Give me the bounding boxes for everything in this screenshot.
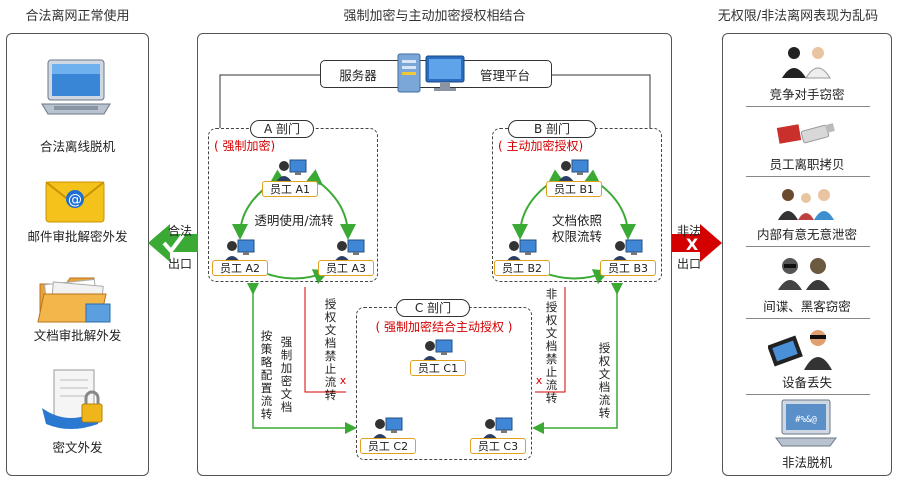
auth-forbid-text: 授权文档禁止流转 (324, 297, 337, 402)
right-item-4-label: 间谍、黑客窃密 (763, 299, 851, 314)
forced-encrypt-text: 强制加密文档 (280, 335, 293, 414)
left-item-2-label: 邮件审批解密外发 (27, 229, 128, 244)
cross-mark-left: x (339, 374, 347, 387)
employee-a1-icon (276, 159, 307, 182)
spy-icon (778, 258, 830, 290)
employee-a2: 员工 A2 (212, 260, 268, 276)
right-item-3-label: 内部有意无意泄密 (756, 227, 857, 242)
divider (746, 318, 870, 319)
employee-c2: 员工 C2 (360, 438, 416, 454)
legal-exit-label-1: 合法 (167, 224, 192, 238)
right-item-6-label: 非法脱机 (781, 455, 832, 470)
cross-mark-right: x (535, 374, 543, 387)
left-item-1-label: 合法离线脱机 (39, 139, 115, 154)
dept-b-tag: B 剖门 (508, 120, 596, 138)
legal-exit-label-2: 出口 (167, 257, 192, 271)
dept-b-flow-text-1: 文档依照 (551, 213, 602, 228)
right-item-1-label: 竞争对手窃密 (769, 87, 845, 102)
dept-b-mode: ( 主动加密授权) (498, 139, 584, 153)
dept-b-flow-text-2: 权限流转 (551, 229, 602, 244)
dept-a-tag: A 剖门 (250, 120, 314, 138)
illegal-exit-arrow: X (672, 224, 722, 262)
divider (746, 394, 870, 395)
left-item-4-label: 密文外发 (52, 440, 103, 455)
dept-a-mode: ( 强制加密) (214, 139, 276, 153)
left-title: 合法离网正常使用 (25, 9, 130, 24)
laptop-garbled-icon: #%&@ (775, 399, 837, 447)
dept-c-mode: ( 强制加密结合主动授权 ) (375, 320, 513, 334)
employee-b3: 员工 B3 (600, 260, 656, 276)
left-item-3-label: 文档审批解外发 (33, 328, 122, 343)
center-title: 强制加密与主动加密授权相结合 (343, 9, 526, 24)
thief-icon (768, 330, 832, 370)
svg-text:#%&@: #%&@ (795, 415, 817, 425)
divider (746, 246, 870, 247)
employee-b2-icon (506, 239, 537, 262)
svg-text:@: @ (68, 192, 82, 208)
laptop-icon (41, 59, 111, 115)
server-label: 服务器 (339, 68, 377, 83)
right-item-2-label: 员工离职拷贝 (769, 157, 845, 172)
employee-a1: 员工 A1 (262, 181, 318, 197)
employee-a3: 员工 A3 (318, 260, 374, 276)
employee-b1: 员工 B1 (546, 181, 602, 197)
server-monitor-icon (397, 53, 465, 93)
svg-text:X: X (686, 235, 699, 254)
employee-c1: 员工 C1 (410, 360, 466, 376)
dept-c-tag: C 剖门 (396, 299, 470, 317)
platform-label: 管理平台 (479, 68, 530, 83)
legal-exit-arrow (148, 224, 198, 262)
email-icon: @ (45, 181, 105, 223)
illegal-exit-label-2: 出口 (676, 257, 701, 271)
employee-c2-icon (372, 417, 403, 440)
competitors-icon (782, 47, 831, 79)
divider (746, 106, 870, 107)
employees-icon (778, 189, 834, 220)
employee-b1-icon (558, 159, 589, 182)
locked-document-icon (42, 369, 103, 429)
usb-drive-icon (776, 123, 835, 144)
auth-flow-text: 授权文档流转 (598, 341, 611, 420)
right-item-5-label: 设备丢失 (781, 375, 832, 390)
employee-c3: 员工 C3 (470, 438, 526, 454)
divider (746, 176, 870, 177)
dept-a-flow-text: 透明使用/流转 (254, 213, 334, 228)
illegal-exit-label-1: 非法 (676, 224, 701, 238)
policy-flow-text: 按策略配置流转 (260, 329, 273, 421)
folder-icon (37, 277, 111, 323)
non-auth-forbid-text: 非授权文档禁止流转 (545, 287, 558, 405)
right-title: 无权限/非法离网表现为乱码 (717, 9, 879, 24)
employee-b2: 员工 B2 (494, 260, 550, 276)
